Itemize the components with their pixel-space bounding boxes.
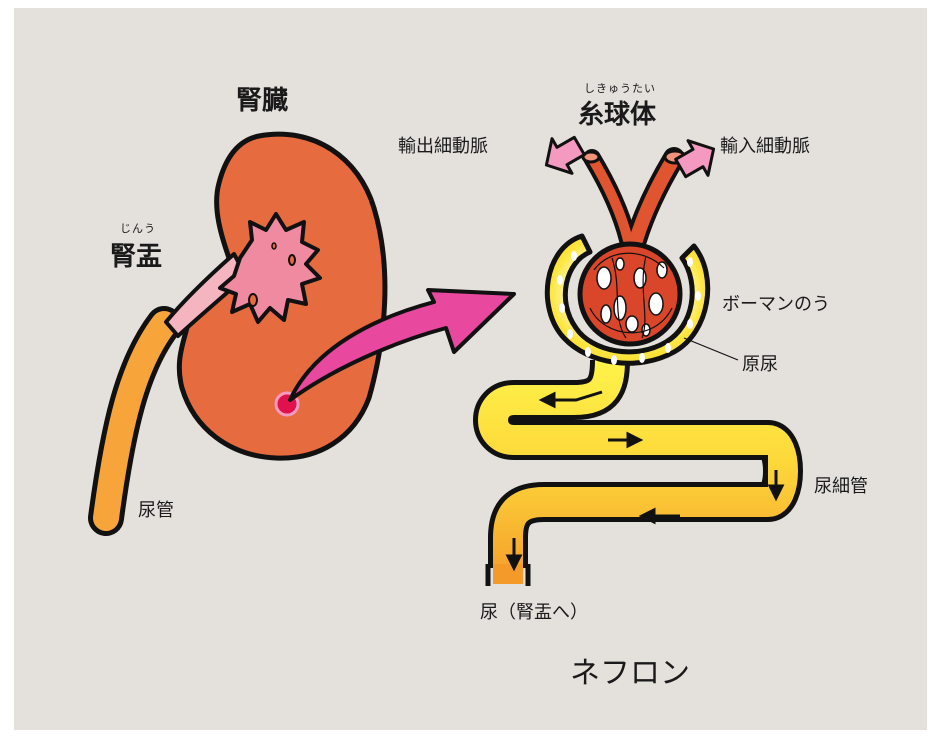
renal-tubule [488,360,783,588]
ureter-tube [106,324,164,518]
bowman-capsule-label: ボーマンのう [722,290,830,316]
efferent-arteriole-label: 輸出細動脈 [398,132,488,158]
urine-out-label: 尿（腎盂へ） [480,598,588,624]
primary-urine-leader [684,338,738,360]
afferent-arrow [671,132,724,186]
pelvis-label: 腎盂 [110,236,162,273]
glomerulus-ball [580,244,680,344]
diagram-canvas: 腎臓 じんう 腎盂 尿管 しきゅうたい 糸球体 輸出細動脈 輸入細動脈 ボーマン… [14,8,927,730]
ureter-label: 尿管 [138,496,174,522]
afferent-arteriole-label: 輸入細動脈 [720,132,810,158]
nephron-title: ネフロン [570,648,690,692]
nephron-illustration [14,8,927,730]
primary-urine-label: 原尿 [742,350,778,376]
kidney-label: 腎臓 [236,80,288,117]
glomerulus-label: 糸球体 [578,94,656,131]
pelvis-ruby: じんう [120,220,156,236]
efferent-arrow [536,129,589,183]
arterioles [583,151,685,240]
tubule-label: 尿細管 [814,472,868,498]
